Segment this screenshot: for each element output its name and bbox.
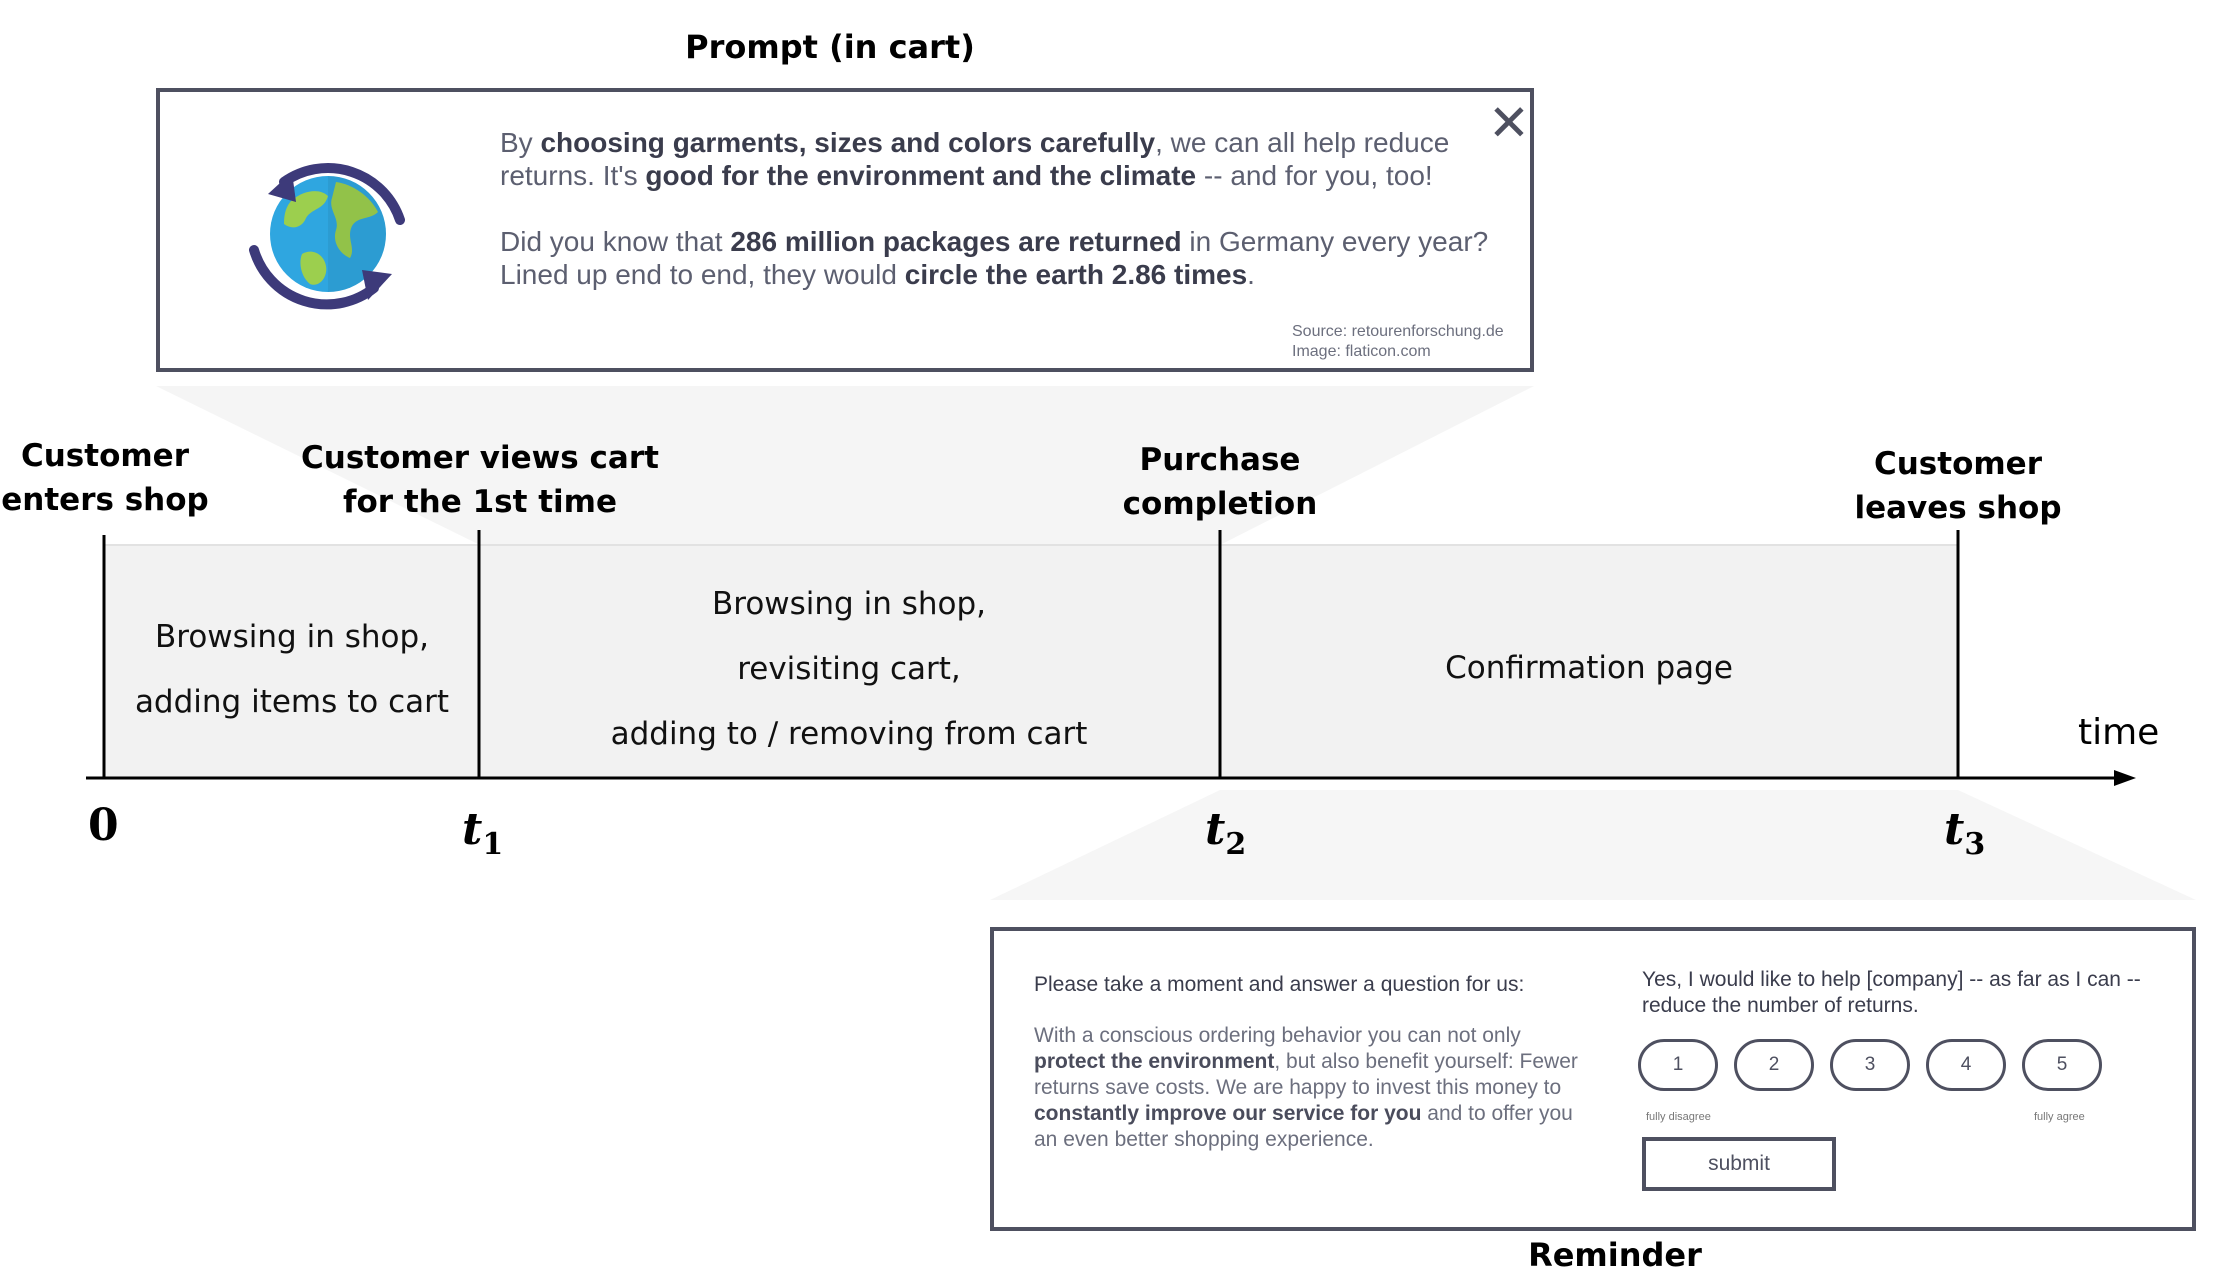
segment-line: Confirmation page — [1445, 650, 1733, 686]
event-label-leaves-shop: Customer leaves shop — [1838, 442, 2078, 530]
tick-symbol: t — [1205, 804, 1226, 855]
reminder-question: Yes, I would like to help [company] -- a… — [1642, 968, 2141, 1017]
event-label-enters-shop: Customer enters shop — [0, 434, 210, 522]
image-credit: Image: flaticon.com — [1292, 343, 1431, 360]
reminder-body-run: protect the environment — [1034, 1050, 1275, 1073]
prompt-p2-run: . — [1247, 259, 1255, 290]
event-label-line: Customer — [1873, 446, 2042, 482]
reminder-dialog: Please take a moment and answer a questi… — [990, 927, 2196, 1231]
tick-t1: t1 — [462, 804, 503, 862]
likert-option-1[interactable]: 1 — [1638, 1039, 1718, 1091]
prompt-title: Prompt (in cart) — [685, 28, 975, 66]
tick-t2: t2 — [1205, 804, 1246, 862]
prompt-p1-run: -- and for you, too! — [1196, 160, 1433, 191]
prompt-funnel — [156, 386, 1534, 545]
likert-option-2[interactable]: 2 — [1734, 1039, 1814, 1091]
segment-line: adding to / removing from cart — [610, 716, 1088, 752]
reminder-body-run: constantly improve our service for you — [1034, 1102, 1422, 1125]
close-icon[interactable]: ✕ — [1488, 94, 1530, 152]
prompt-p2-run: Did you know that — [500, 226, 731, 257]
tick-symbol: 0 — [88, 800, 119, 851]
reminder-funnel — [990, 790, 2196, 900]
time-axis-label: time — [2078, 712, 2160, 753]
prompt-dialog: By choosing garments, sizes and colors c… — [156, 88, 1534, 372]
tick-subscript: 3 — [1964, 827, 1986, 862]
reminder-heading: Please take a moment and answer a questi… — [1034, 973, 1525, 996]
event-label-line: Customer views cart — [301, 440, 659, 476]
reminder-body-run: and to offer you an even better shopping… — [1034, 1102, 1573, 1151]
tick-subscript: 2 — [1225, 827, 1247, 862]
tick-symbol: t — [1944, 804, 1965, 855]
recycle-globe-icon — [249, 163, 405, 310]
prompt-paragraph-2: Did you know that 286 million packages a… — [500, 225, 1500, 291]
likert-option-4[interactable]: 4 — [1926, 1039, 2006, 1091]
tick-0: 0 — [88, 800, 119, 851]
segment-line: Browsing in shop, — [711, 586, 986, 622]
prompt-p2-run: circle the earth 2.86 times — [904, 259, 1248, 290]
tick-symbol: t — [462, 804, 483, 855]
prompt-p2-run: 286 million packages are returned — [730, 226, 1182, 257]
timeline-band — [104, 545, 1958, 778]
segment-line: revisiting cart, — [737, 651, 961, 687]
event-label-views-cart: Customer views cart for the 1st time — [300, 436, 660, 524]
time-axis-arrowhead — [2114, 770, 2136, 786]
reminder-title: Reminder — [1528, 1236, 1702, 1274]
segment-confirmation: Confirmation page — [1226, 636, 1952, 701]
event-label-line: Customer — [20, 438, 189, 474]
event-label-line: leaves shop — [1854, 490, 2062, 526]
segment-browsing-adding: Browsing in shop, adding items to cart — [110, 605, 474, 735]
scale-min-label: fully disagree — [1646, 1111, 1711, 1123]
prompt-p2-run: in Germany every year? Lined up end to e… — [500, 226, 1489, 290]
event-label-line: completion — [1122, 486, 1318, 522]
reminder-body-run: With a conscious ordering behavior you c… — [1034, 1024, 1521, 1047]
likert-option-3[interactable]: 3 — [1830, 1039, 1910, 1091]
scale-max-label: fully agree — [2034, 1111, 2085, 1123]
prompt-p1-run: good for the environment and the climate — [645, 160, 1197, 191]
segment-browsing-revisiting: Browsing in shop, revisiting cart, addin… — [484, 572, 1214, 767]
tick-subscript: 1 — [482, 827, 504, 862]
submit-button[interactable]: submit — [1642, 1137, 1836, 1191]
event-label-line: for the 1st time — [343, 484, 617, 520]
segment-line: adding items to cart — [134, 684, 450, 720]
event-label-line: Purchase — [1139, 442, 1301, 478]
prompt-paragraph-1: By choosing garments, sizes and colors c… — [500, 126, 1500, 192]
event-label-line: enters shop — [1, 482, 209, 518]
reminder-body-run: , but also benefit yourself: Fewer retur… — [1034, 1050, 1578, 1099]
reminder-body: With a conscious ordering behavior you c… — [1034, 1023, 1594, 1153]
prompt-p1-run: , we can all help reduce returns. It's — [500, 127, 1450, 191]
prompt-p1-run: By — [500, 127, 541, 158]
event-label-purchase-completion: Purchase completion — [1080, 438, 1360, 526]
segment-line: Browsing in shop, — [154, 619, 429, 655]
source-credit: Source: retourenforschung.de — [1292, 323, 1504, 340]
prompt-p1-run: choosing garments, sizes and colors care… — [540, 127, 1156, 158]
tick-t3: t3 — [1944, 804, 1985, 862]
likert-option-5[interactable]: 5 — [2022, 1039, 2102, 1091]
